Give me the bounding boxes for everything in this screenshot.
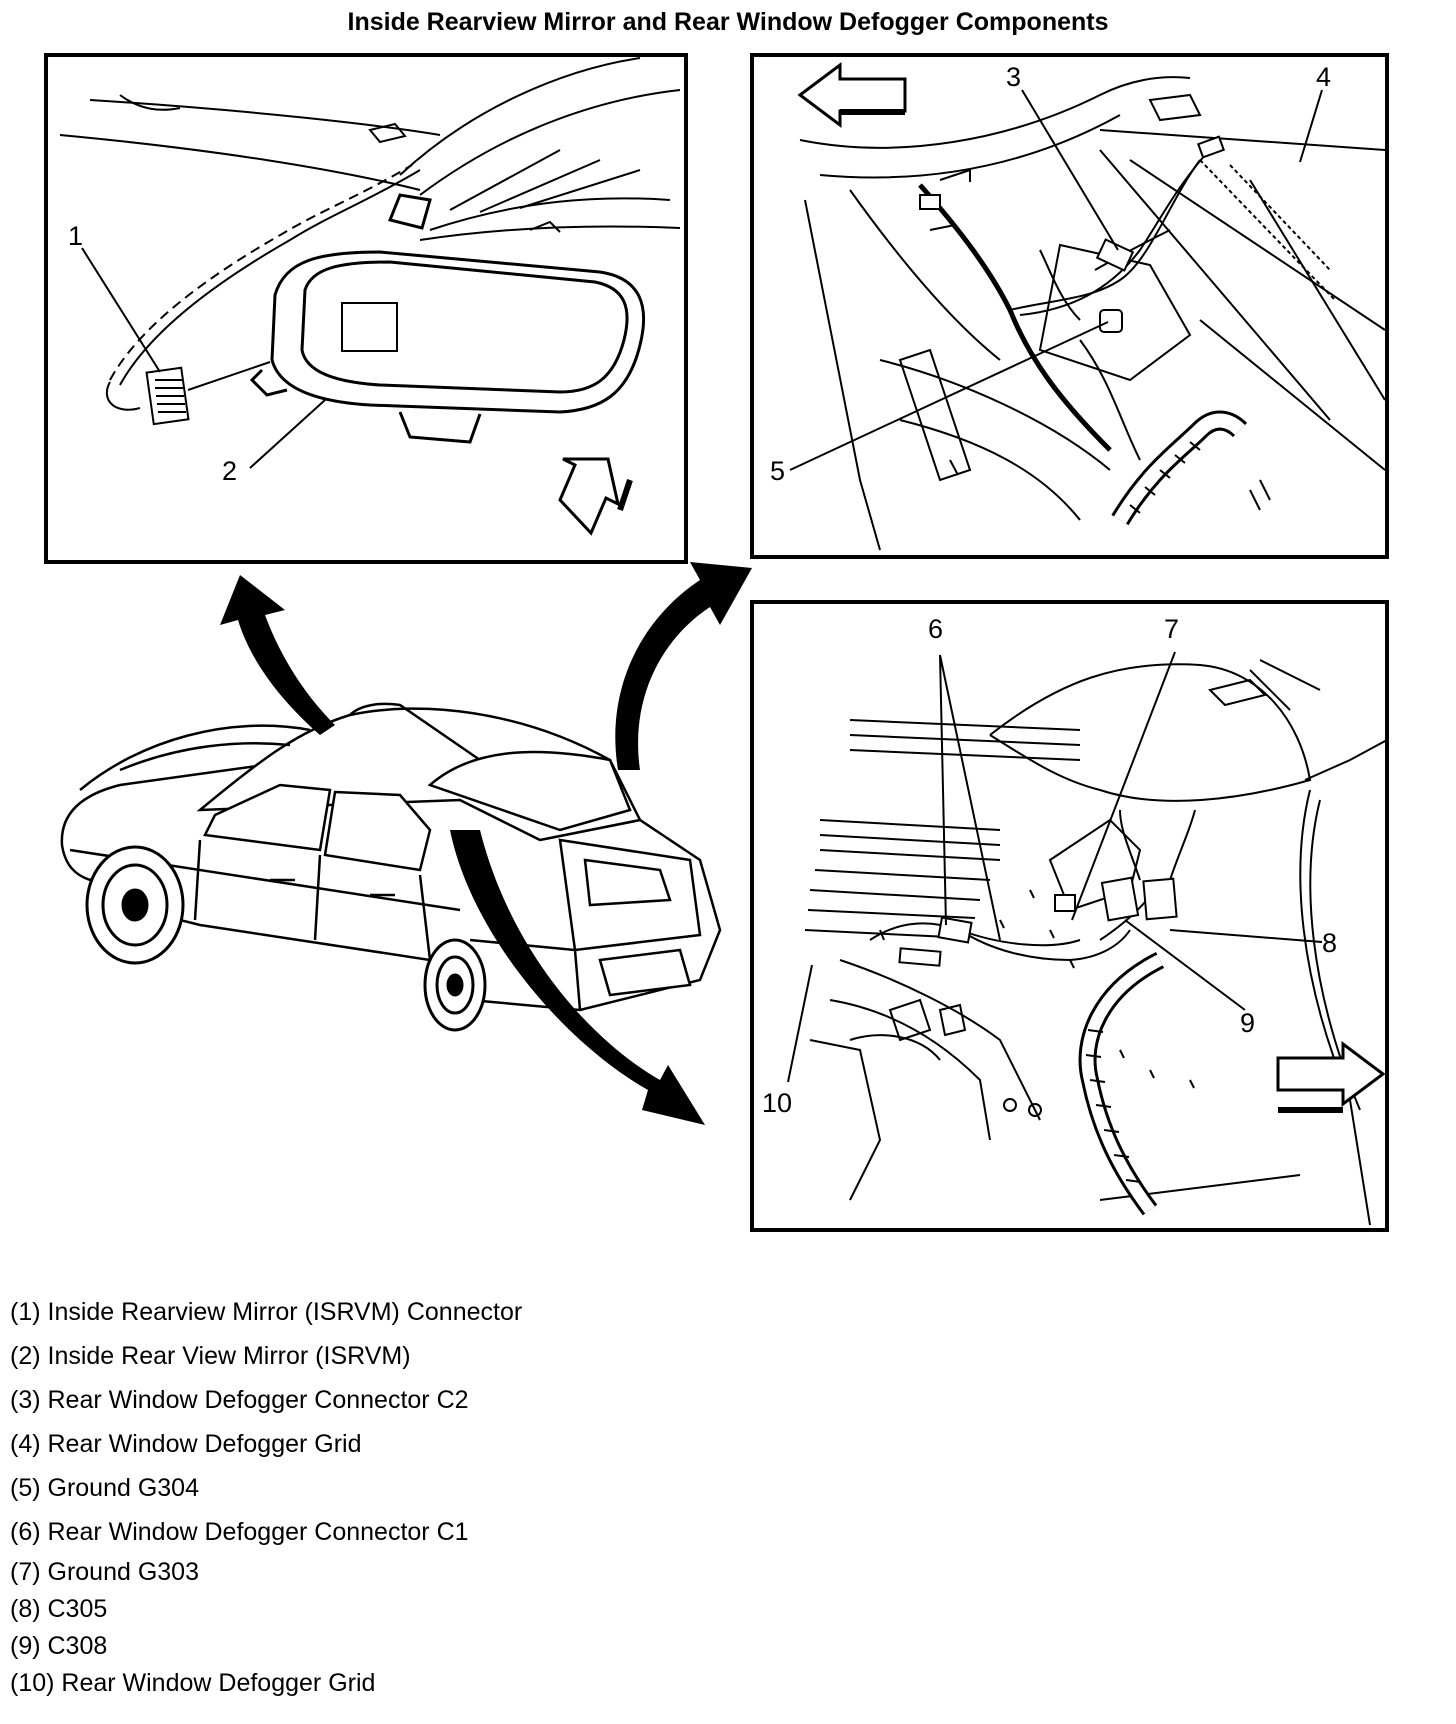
callout-7: 7: [1164, 614, 1179, 644]
legend-item: (2) Inside Rear View Mirror (ISRVM): [10, 1342, 411, 1370]
callout-10: 10: [762, 1088, 792, 1118]
callout-4: 4: [1316, 62, 1331, 92]
legend-item: (4) Rear Window Defogger Grid: [10, 1430, 362, 1458]
component-legend: (1) Inside Rearview Mirror (ISRVM) Conne…: [10, 1290, 522, 1702]
callout-2: 2: [222, 456, 237, 486]
legend-item: (3) Rear Window Defogger Connector C2: [10, 1386, 469, 1414]
callout-labels: 1 2 3 4 5 6 7 8 9 10: [68, 62, 1337, 1118]
panel-trunk: [750, 600, 1389, 1232]
callout-3: 3: [1006, 62, 1021, 92]
legend-item: (8) C305: [10, 1595, 108, 1623]
legend-item: (7) Ground G303: [10, 1558, 199, 1586]
legend-item: (6) Rear Window Defogger Connector C1: [10, 1518, 469, 1546]
callout-6: 6: [928, 614, 943, 644]
vehicle-illustration: [60, 562, 752, 1125]
callout-5: 5: [770, 456, 785, 486]
callout-9: 9: [1240, 1008, 1255, 1038]
legend-item: (5) Ground G304: [10, 1474, 199, 1502]
callout-8: 8: [1322, 928, 1337, 958]
legend-item: (1) Inside Rearview Mirror (ISRVM) Conne…: [10, 1298, 523, 1326]
diagram-title: Inside Rearview Mirror and Rear Window D…: [347, 8, 1109, 36]
callout-1: 1: [68, 221, 83, 251]
panel-mirror: [44, 53, 688, 564]
legend-item: (9) C308: [10, 1632, 108, 1660]
component-illustration: 1 2 3 4 5 6 7 8 9 10: [44, 53, 1389, 1232]
legend-item: (10) Rear Window Defogger Grid: [10, 1669, 376, 1697]
panel-rear-window: [750, 53, 1389, 559]
